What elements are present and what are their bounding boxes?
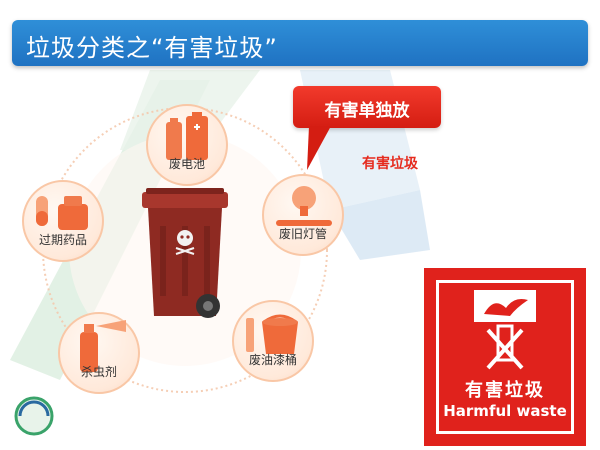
item-label: 杀虫剂 [80, 365, 117, 379]
callout-pointer [307, 126, 331, 170]
hazard-symbol-icon [474, 290, 536, 370]
item-expired-medicine: 过期药品 [22, 180, 104, 262]
zero-waste-logo [14, 396, 54, 436]
item-label: 废油漆桶 [248, 353, 297, 367]
hazardous-trash-bin [142, 188, 228, 318]
paint-bucket-icon [246, 314, 298, 354]
callout-subtitle: 有害垃圾 [362, 156, 418, 172]
item-paint-bucket: 废油漆桶 [232, 300, 314, 382]
title-banner: 垃圾分类之“有害垃圾” [12, 20, 588, 66]
spray-can-icon [80, 320, 126, 372]
sign-border [436, 280, 574, 434]
item-label: 过期药品 [38, 233, 87, 247]
item-waste-battery: 废电池 [146, 104, 228, 186]
callout-text: 有害单独放 [324, 101, 410, 121]
lightbulb-icon [276, 186, 332, 226]
medicine-icon [36, 196, 88, 230]
sign-chinese-text: 有害垃圾 [465, 380, 545, 401]
item-label: 废旧灯管 [278, 227, 327, 241]
item-insecticide: 杀虫剂 [58, 312, 140, 394]
item-used-lamp: 废旧灯管 [262, 174, 344, 256]
item-label: 废电池 [168, 157, 205, 171]
battery-icon [166, 112, 208, 160]
hazardous-waste-sign: 有害垃圾 Harmful waste [424, 268, 586, 446]
slide-title: 垃圾分类之“有害垃圾” [26, 34, 278, 62]
callout-banner: 有害单独放 [293, 86, 441, 128]
sign-english-text: Harmful waste [443, 402, 567, 420]
